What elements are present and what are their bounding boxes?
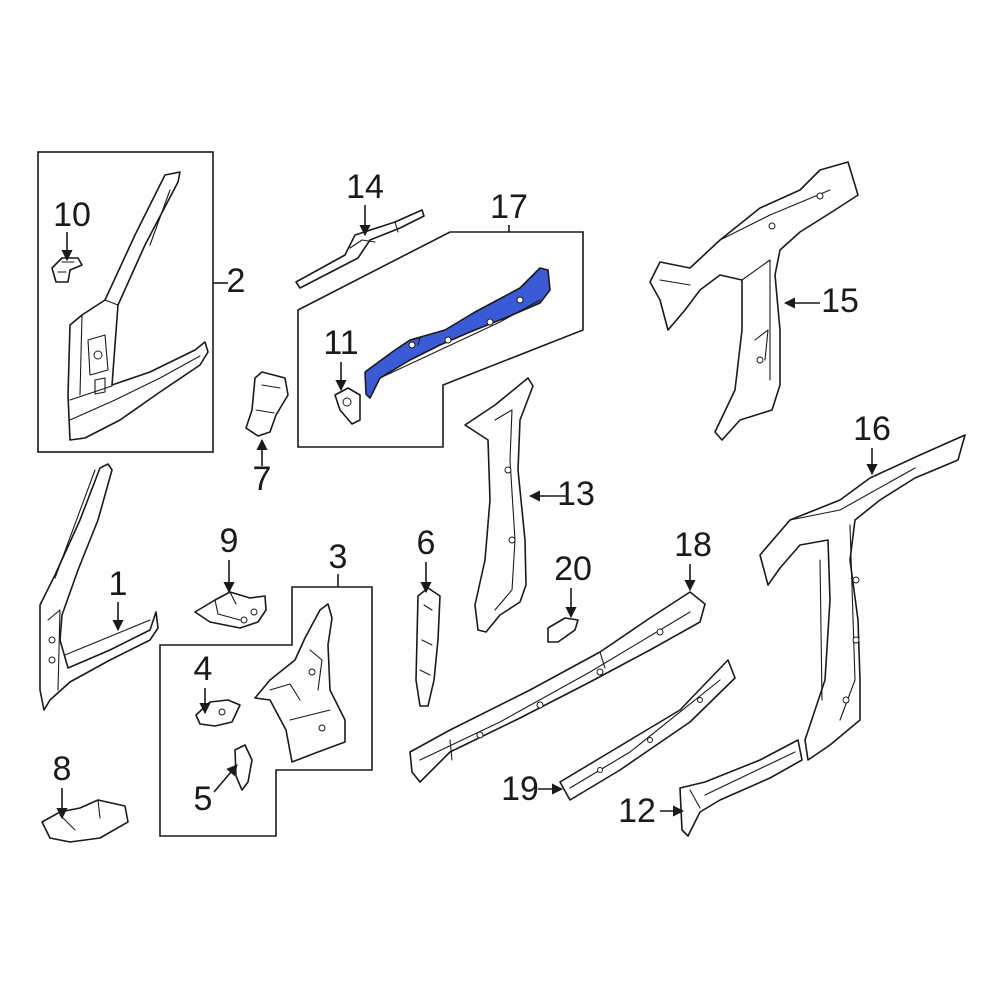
group-frame-3 [159,586,373,837]
part-11-clip [334,387,361,425]
callout-label-1: 1 [109,565,128,603]
callout-label-19: 19 [501,770,539,808]
callout-label-4: 4 [194,650,213,688]
part-16-body-side [759,434,966,761]
leader-line-5 [213,764,238,793]
callout-label-13: 13 [557,475,595,513]
group-frame-2 [37,151,214,453]
highlighted-part [364,267,551,399]
callout-label-17: 17 [490,188,528,226]
part-4-small-bracket [195,699,241,727]
callout-label-16: 16 [853,410,891,448]
callout-label-5: 5 [194,780,213,818]
callout-label-6: 6 [417,524,436,562]
callout-label-12: 12 [618,792,656,830]
part-19-rocker-strip [559,659,736,801]
part-9-bracket [194,591,267,629]
callout-label-20: 20 [554,550,592,588]
part-17-highlighted-reinforcement [364,267,551,399]
callout-label-11: 11 [323,324,358,362]
part-8-floor-bracket [41,799,129,843]
part-7-bracket [245,371,289,437]
part-5-clip [234,744,253,791]
callout-label-7: 7 [253,460,272,498]
part-13-b-pillar [464,377,534,633]
callout-label-3: 3 [329,538,348,576]
part-10-bracket [51,257,83,283]
callout-label-9: 9 [220,522,239,560]
part-12-rocker-panel [679,739,803,837]
part-20-clip [547,617,579,643]
part-15-c-pillar [649,161,859,441]
part-18-rocker-inner [409,591,706,783]
callout-label-15: 15 [821,282,859,320]
part-14-roof-rail [295,209,425,289]
part-2-pillar-assembly [67,171,209,441]
callout-label-18: 18 [674,526,712,564]
group-frame-17 [297,231,584,448]
part-6-strip [415,587,441,707]
callout-label-14: 14 [346,168,384,206]
part-1-pillar-outer [39,463,159,711]
callout-label-2: 2 [227,262,246,300]
callout-label-8: 8 [53,750,72,788]
part-3-hinge-pillar [254,603,346,763]
callout-label-10: 10 [53,196,91,234]
